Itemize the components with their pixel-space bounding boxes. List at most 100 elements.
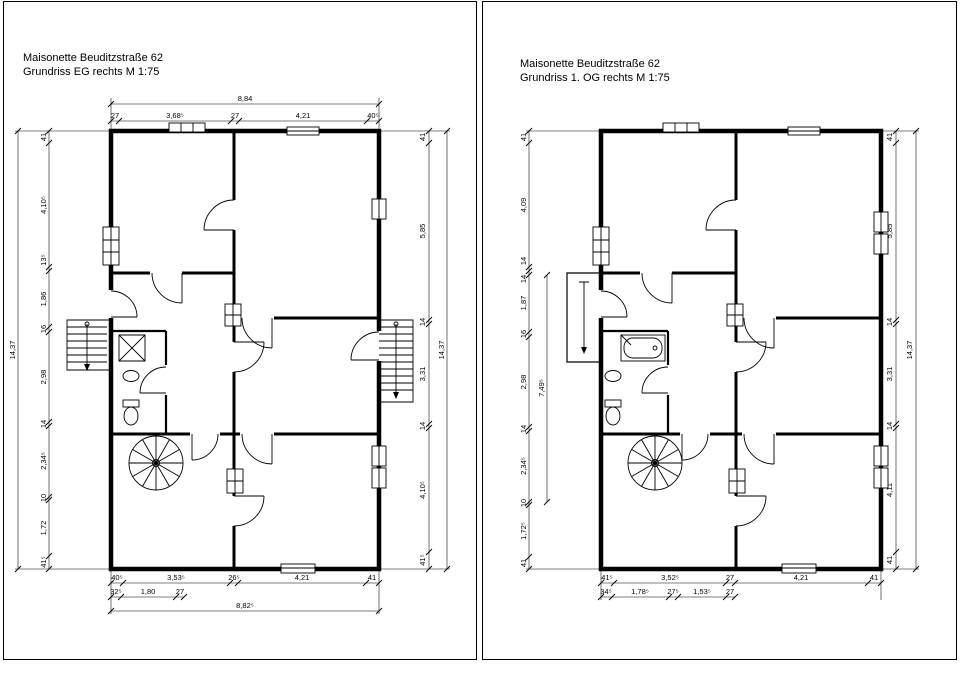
dim-label: 3,31 (885, 367, 894, 382)
dim-label: 1,87 (519, 296, 528, 311)
dimension-ticks (14, 100, 451, 615)
dim-label: 2,98 (519, 375, 528, 390)
dim-label: 1,72⁵ (519, 522, 528, 540)
dim-label: 4,10⁵ (418, 481, 427, 499)
partition-walls (601, 329, 670, 434)
floor-plan-og-svg: Maisonette Beuditzstraße 62 Grundriss 1.… (519, 58, 920, 601)
panel-eg: Maisonette Beuditzstraße 62 Grundriss EG… (3, 1, 477, 660)
bathtub-inner (623, 337, 663, 359)
toilet-bowl-icon (605, 406, 621, 426)
dim-label: 32⁵ (110, 587, 121, 596)
dim-label: 2,34⁵ (39, 452, 48, 470)
dim-label: 14 (885, 422, 894, 430)
dim-label: 4,09 (519, 198, 528, 213)
door-swings (600, 199, 775, 527)
dim-label: 8,82⁵ (236, 601, 254, 610)
outer-walls (598, 128, 884, 572)
window-icon (781, 563, 817, 574)
title-line1: Maisonette Beuditzstraße 62 (520, 58, 660, 70)
door-swings (110, 199, 380, 527)
dimension-labels: 8,84 27 3,68⁵ 27 4,21 40⁵ 14,37 41 4,10⁵… (8, 94, 446, 610)
dim-label: 14,37 (905, 341, 914, 360)
extension-lines (15, 98, 450, 614)
sink-icon (122, 370, 140, 382)
stair-landing-annex (566, 272, 601, 363)
floor-plan-og (566, 122, 889, 574)
title-line2: Grundriss 1. OG rechts M 1:75 (520, 72, 670, 84)
dim-label: 41⁵ (601, 573, 612, 582)
bathroom-fixtures (118, 334, 146, 426)
dim-label: 41 (418, 133, 427, 141)
chimney-icon (168, 122, 206, 133)
dimension-labels: 41 4,09 14 14 1,87 16 2,98 14 2,34⁵ 10 1… (519, 133, 914, 596)
dim-label: 4,21 (794, 573, 809, 582)
dim-label: 27 (726, 587, 734, 596)
dim-label: 34⁵ (600, 587, 611, 596)
dim-label: 2,34⁵ (519, 457, 528, 475)
dim-label: 1,86 (39, 292, 48, 307)
dim-label: 16 (39, 325, 48, 333)
interior-walls (111, 131, 379, 569)
drain-icon (652, 345, 658, 351)
dim-label: 40⁵ (111, 573, 122, 582)
dim-label: 14 (519, 257, 528, 265)
title-line1: Maisonette Beuditzstraße 62 (23, 52, 163, 64)
spiral-staircase-icon (627, 435, 683, 491)
dim-label: 41 (885, 133, 894, 141)
windows-and-flues (102, 122, 387, 574)
panel-title: Maisonette Beuditzstraße 62 Grundriss EG… (23, 52, 163, 78)
sink-icon (604, 370, 622, 382)
dim-label: 41 (870, 573, 878, 582)
dim-label: 5,85 (418, 224, 427, 239)
bathtub-icon (620, 334, 666, 362)
dim-label: 1,53⁵ (693, 587, 711, 596)
dim-label: 13⁵ (39, 254, 48, 265)
interior-walls (601, 131, 881, 569)
door-openings (598, 200, 776, 526)
stair-arrow-icon (581, 347, 587, 354)
dim-label: 4,21 (296, 111, 311, 120)
shower-icon (118, 334, 146, 362)
dimension-lines (528, 131, 917, 598)
chimney-icon (662, 122, 700, 133)
dim-label: 40⁵ (367, 111, 378, 120)
toilet-bowl-icon (123, 406, 139, 426)
stair-arrow-icon (393, 392, 399, 399)
dim-label: 14,37 (437, 341, 446, 360)
dim-label: 14,37 (8, 341, 17, 360)
dimension-ticks (525, 127, 920, 601)
dim-label: 7,49⁵ (537, 379, 546, 397)
dim-label: 3,53⁵ (167, 573, 185, 582)
dim-label: 4,21 (295, 573, 310, 582)
dim-label: 14 (39, 420, 48, 428)
garden-stair-icon (379, 319, 414, 403)
outer-walls (108, 128, 382, 572)
window-icon (280, 563, 316, 574)
dim-label: 8,84 (238, 94, 253, 103)
door-openings (108, 200, 383, 526)
dim-label: 14 (519, 425, 528, 433)
dim-label: 27 (111, 111, 119, 120)
dim-label: 14 (418, 422, 427, 430)
dim-label: 3,31 (418, 367, 427, 382)
dimension-lines (17, 103, 448, 612)
dim-label: 1,72 (39, 521, 48, 536)
dim-label: 41 (39, 133, 48, 141)
stair-direction-arrow (579, 281, 589, 354)
dim-label: 5,85 (885, 224, 894, 239)
dim-label: 27 (176, 587, 184, 596)
toilet-icon (604, 399, 622, 408)
dim-label: 10 (519, 499, 528, 507)
dim-label: 10 (39, 494, 48, 502)
dim-label: 1,80 (141, 587, 156, 596)
stair-arrow-icon (84, 364, 90, 371)
windows-and-flues (592, 122, 889, 574)
dim-label: 41⁵ (39, 556, 48, 567)
dim-label: 1,78⁵ (631, 587, 649, 596)
spiral-staircase-icon (128, 435, 184, 491)
dim-label: 2,98 (39, 370, 48, 385)
dim-label: 14 (418, 318, 427, 326)
extension-lines (526, 130, 919, 600)
toilet-icon (122, 399, 140, 408)
